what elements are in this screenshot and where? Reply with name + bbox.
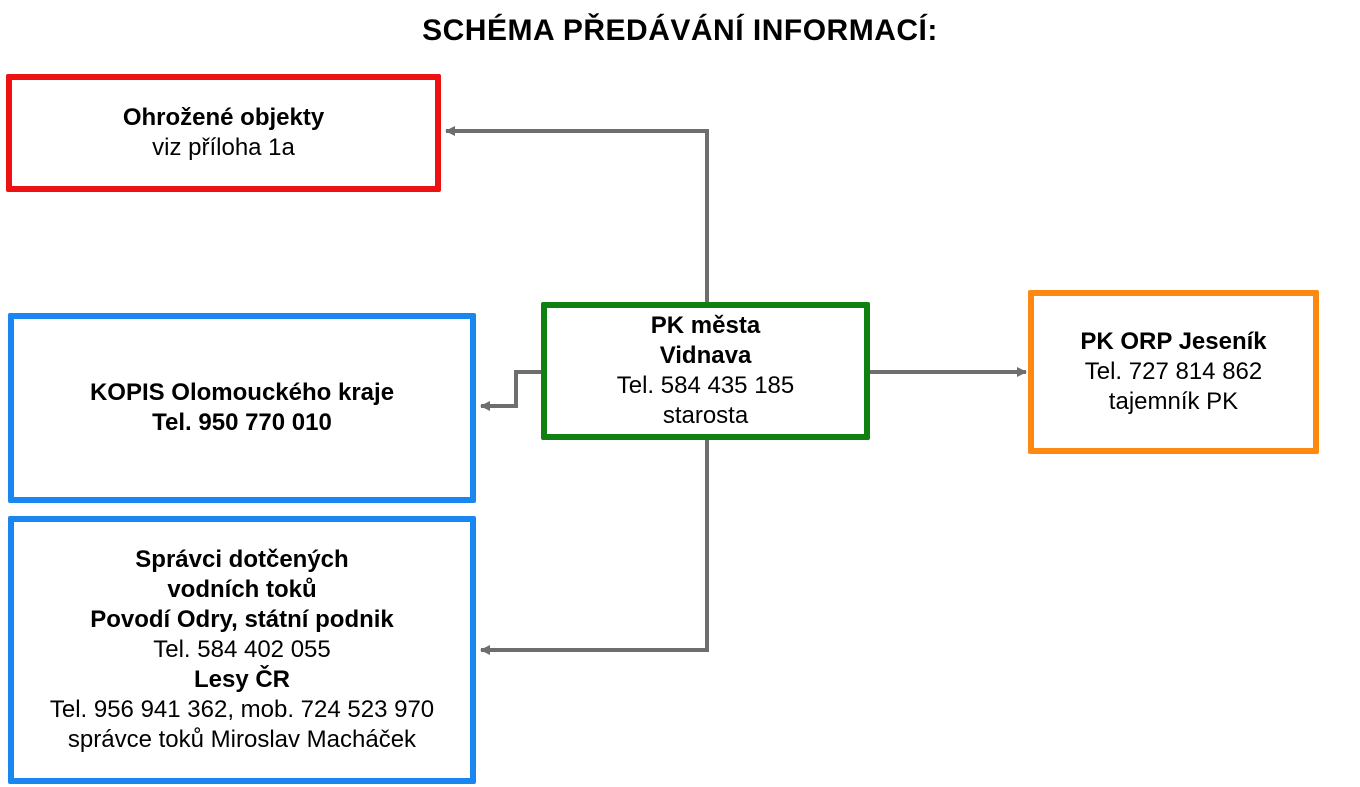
pk-vidnava-box: PK města Vidnava Tel. 584 435 185 staros… (541, 302, 870, 440)
orp-phone: Tel. 727 814 862 (1084, 358, 1263, 385)
threatened-title: Ohrožené objekty (122, 104, 325, 131)
threatened-note: viz příloha 1a (152, 134, 295, 161)
orp-role: tajemník PK (1108, 388, 1239, 415)
kopis-title: KOPIS Olomouckého kraje (89, 379, 395, 406)
center-title-line1: PK města (650, 312, 761, 339)
center-role: starosta (662, 402, 749, 429)
pk-orp-jesenik-box: PK ORP Jeseník Tel. 727 814 862 tajemník… (1028, 290, 1319, 454)
lesy-cr-name: Lesy ČR (193, 666, 291, 693)
diagram-title: SCHÉMA PŘEDÁVÁNÍ INFORMACÍ: (422, 14, 938, 47)
arrow-center-to-managers (480, 440, 709, 655)
arrow-center-to-threatened (445, 126, 709, 302)
kopis-phone: Tel. 950 770 010 (152, 409, 332, 436)
kopis-box: KOPIS Olomouckého kraje Tel. 950 770 010 (8, 313, 476, 503)
lesy-cr-contact: správce toků Miroslav Macháček (67, 726, 417, 753)
lesy-cr-phone: Tel. 956 941 362, mob. 724 523 970 (49, 696, 435, 723)
orp-title: PK ORP Jeseník (1080, 328, 1267, 355)
center-phone: Tel. 584 435 185 (616, 372, 795, 399)
povodi-odry-name: Povodí Odry, státní podnik (90, 606, 394, 633)
water-managers-box: Správci dotčených vodních toků Povodí Od… (8, 516, 476, 784)
managers-title-line2: vodních toků (167, 576, 317, 603)
threatened-objects-box: Ohrožené objekty viz příloha 1a (6, 74, 441, 192)
managers-title-line1: Správci dotčených (135, 546, 349, 573)
center-title-line2: Vidnava (659, 342, 752, 369)
povodi-odry-phone: Tel. 584 402 055 (153, 636, 331, 663)
arrow-center-to-kopis (480, 370, 541, 411)
